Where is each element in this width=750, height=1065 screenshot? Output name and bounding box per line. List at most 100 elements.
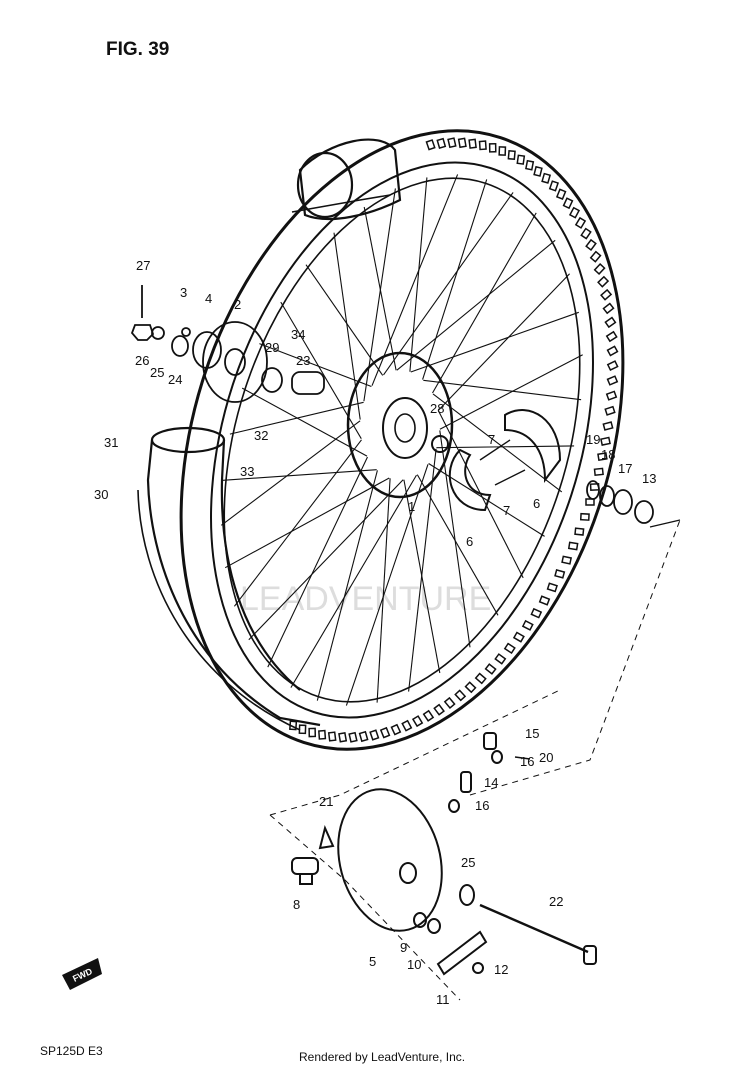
tread-block xyxy=(605,390,618,401)
tread-block xyxy=(606,375,619,386)
brake-shoes xyxy=(431,409,562,512)
watermark: LEADVENTURE xyxy=(240,580,491,618)
model-code: SP125D E3 xyxy=(40,1044,103,1058)
tread-block xyxy=(464,681,477,694)
callout-27: 27 xyxy=(136,258,150,273)
spoke xyxy=(290,474,417,688)
tread-block xyxy=(541,172,552,184)
tread-block xyxy=(358,730,369,743)
spoke xyxy=(333,232,361,420)
tread-block xyxy=(433,703,445,716)
spoke xyxy=(371,174,459,386)
tread-block xyxy=(562,197,574,210)
tread-block xyxy=(525,159,535,171)
tread-block xyxy=(597,452,608,462)
tread-block xyxy=(425,139,436,151)
callout-32: 32 xyxy=(254,428,268,443)
tread-block xyxy=(474,672,487,685)
tread-block xyxy=(308,727,317,738)
tread-block xyxy=(593,262,606,276)
spoke xyxy=(233,439,362,607)
spoke xyxy=(345,464,429,706)
tread-block xyxy=(338,731,348,743)
callout-22: 22 xyxy=(549,894,563,909)
tread-block xyxy=(574,527,585,536)
spoke xyxy=(222,469,377,481)
tread-block xyxy=(600,288,613,301)
tread-block xyxy=(516,154,526,165)
rim-inner xyxy=(223,177,581,703)
callout-26: 26 xyxy=(135,353,149,368)
callout-23: 23 xyxy=(296,353,310,368)
fwd-arrow: FWD xyxy=(62,958,102,990)
callout-7-b: 7 xyxy=(503,503,510,518)
spoke xyxy=(438,273,570,411)
hub-center xyxy=(382,397,428,459)
tread-block xyxy=(604,405,616,416)
tread-block xyxy=(589,250,602,263)
callout-20: 20 xyxy=(539,750,553,765)
tread-block xyxy=(580,227,592,240)
tread-block xyxy=(447,137,457,149)
tread-block xyxy=(478,140,487,151)
spoke xyxy=(248,479,404,641)
callout-16-b: 16 xyxy=(475,798,489,813)
spoke xyxy=(305,264,384,376)
callout-34: 34 xyxy=(291,327,305,342)
tread-block xyxy=(567,541,579,551)
callout-10: 10 xyxy=(407,957,421,972)
credit-text: Rendered by LeadVenture, Inc. xyxy=(299,1050,465,1064)
tread-block xyxy=(498,146,507,156)
tread-block xyxy=(348,731,358,743)
tread-block xyxy=(546,582,558,593)
wheel-assembly xyxy=(179,129,625,751)
hub-body xyxy=(346,351,454,499)
callout-2: 2 xyxy=(234,297,241,312)
tread-block xyxy=(548,180,559,192)
spoke xyxy=(224,477,390,569)
callout-16-a: 16 xyxy=(520,754,534,769)
tread-block xyxy=(568,206,581,219)
tread-block xyxy=(605,330,618,343)
spoke xyxy=(439,430,471,648)
tread-block xyxy=(554,569,566,579)
callout-17: 17 xyxy=(618,461,632,476)
callout-18: 18 xyxy=(601,447,615,462)
tread-block xyxy=(443,696,456,709)
spoke xyxy=(432,393,563,493)
tread-block xyxy=(454,689,467,702)
tread-block xyxy=(579,512,590,521)
spoke xyxy=(259,343,372,388)
tread-block xyxy=(585,238,597,251)
callouts: 27 3 4 2 26 25 24 29 23 34 28 31 32 33 3… xyxy=(94,258,656,1007)
callout-25-a: 25 xyxy=(150,365,164,380)
callout-21: 21 xyxy=(319,794,333,809)
tread-block xyxy=(401,719,413,732)
callout-1: 1 xyxy=(408,499,415,514)
callout-24: 24 xyxy=(168,372,182,387)
tread-block xyxy=(530,607,543,619)
callout-12: 12 xyxy=(494,962,508,977)
tread-block xyxy=(457,137,467,149)
tread-block xyxy=(379,726,391,739)
tread-block xyxy=(597,275,610,288)
tread-block xyxy=(606,345,619,357)
figure-title: FIG. 39 xyxy=(106,39,169,60)
spoke xyxy=(428,463,545,537)
tread-block xyxy=(507,149,516,161)
tread-block xyxy=(468,138,477,149)
rim-outer xyxy=(210,161,594,719)
callout-14: 14 xyxy=(484,775,498,790)
tread-block xyxy=(533,165,543,177)
tread-block xyxy=(538,595,551,606)
tread-block xyxy=(369,729,380,741)
tire-tread xyxy=(289,137,619,743)
tread-block xyxy=(561,555,573,565)
brake-panel xyxy=(291,732,597,976)
tread-block xyxy=(318,729,327,740)
callout-28: 28 xyxy=(430,401,444,416)
spoke xyxy=(376,478,391,703)
callout-29: 29 xyxy=(265,340,279,355)
callout-9: 9 xyxy=(400,940,407,955)
